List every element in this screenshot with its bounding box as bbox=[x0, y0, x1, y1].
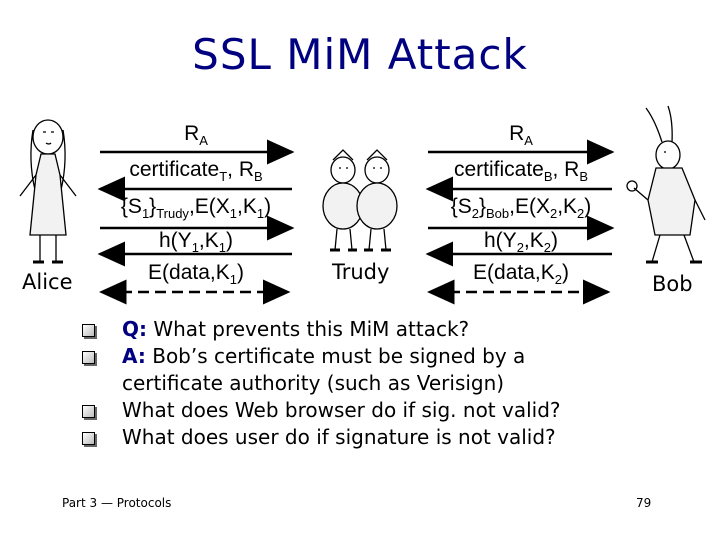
bullet-list: Q: What prevents this MiM attack? A: Bob… bbox=[82, 316, 561, 451]
right-message-3: {S2}Bob,E(X2,K2) bbox=[450, 195, 592, 221]
bullet-text: Bob’s certificate must be signed by a bbox=[145, 344, 526, 368]
alice-figure-icon bbox=[19, 119, 77, 264]
trudy-label: Trudy bbox=[332, 260, 390, 284]
bullet-label: A: bbox=[122, 344, 146, 368]
tweedle-twins-figure-icon bbox=[322, 149, 398, 252]
right-message-2: certificateB, RB bbox=[453, 158, 589, 184]
left-message-3: {S1}Trudy,E(X1,K1) bbox=[120, 195, 272, 221]
right-message-arrows bbox=[425, 139, 615, 305]
bullet-label: Q: bbox=[122, 317, 147, 341]
left-message-2: certificateT, RB bbox=[129, 158, 263, 184]
bullet-text: What prevents this MiM attack? bbox=[147, 317, 470, 341]
slide-title: SSL MiM Attack bbox=[192, 30, 528, 79]
bullet-box-icon bbox=[82, 351, 95, 364]
bullet-box-icon bbox=[82, 405, 95, 418]
right-message-4: h(Y2,K2) bbox=[484, 229, 558, 255]
bullet-item: What does user do if signature is not va… bbox=[82, 424, 561, 451]
bullet-item: Q: What prevents this MiM attack? bbox=[82, 316, 561, 343]
left-message-4: h(Y1,K1) bbox=[159, 229, 233, 255]
bullet-text: What does user do if signature is not va… bbox=[122, 425, 556, 449]
bullet-text: certificate authority (such as Verisign) bbox=[122, 371, 505, 395]
left-message-arrows bbox=[97, 139, 295, 305]
white-rabbit-figure-icon bbox=[626, 105, 706, 264]
left-message-5: E(data,K1) bbox=[148, 261, 244, 287]
right-message-1: RA bbox=[509, 122, 533, 148]
slide-footer: Part 3 — Protocols bbox=[62, 496, 172, 510]
page-number: 79 bbox=[636, 496, 652, 510]
right-message-5: E(data,K2) bbox=[473, 261, 569, 287]
left-message-1: RA bbox=[184, 122, 208, 148]
alice-label: Alice bbox=[22, 270, 73, 294]
bullet-continuation: certificate authority (such as Verisign) bbox=[82, 370, 561, 397]
bullet-box-icon bbox=[82, 324, 95, 337]
bullet-box-icon bbox=[82, 432, 95, 445]
bullet-text: What does Web browser do if sig. not val… bbox=[122, 398, 561, 422]
bob-label: Bob bbox=[652, 272, 693, 296]
bullet-item: A: Bob’s certificate must be signed by a bbox=[82, 343, 561, 370]
bullet-item: What does Web browser do if sig. not val… bbox=[82, 397, 561, 424]
